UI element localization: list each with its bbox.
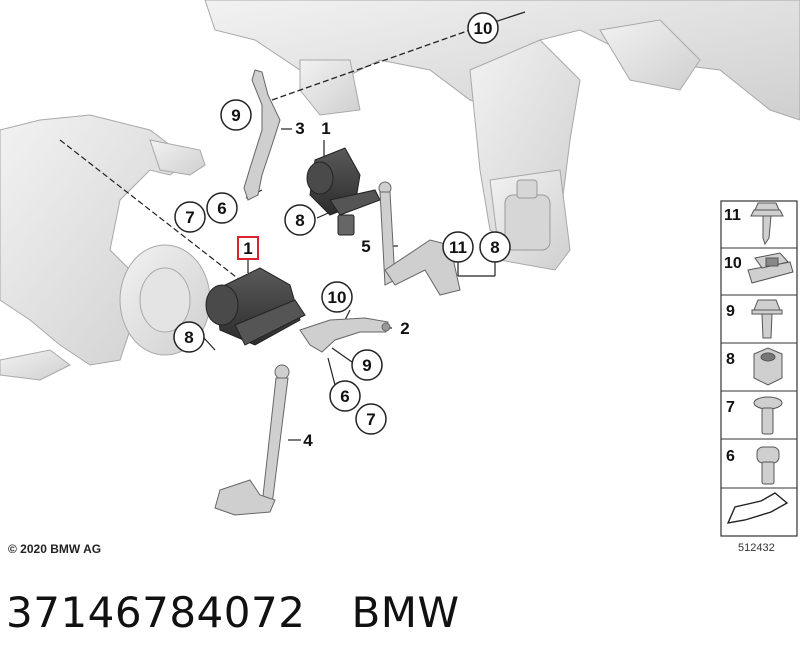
callout-5[interactable]: 5 (361, 237, 370, 256)
svg-text:9: 9 (726, 303, 735, 320)
ride-height-sensor-upper (306, 147, 381, 236)
svg-text:5: 5 (361, 237, 370, 256)
callout-10-top[interactable]: 10 (467, 12, 499, 44)
diagram-number: 512432 (738, 542, 775, 554)
svg-text:8: 8 (490, 238, 499, 257)
callout-10-mid[interactable]: 10 (321, 281, 353, 313)
legend-item-8[interactable]: 8 (726, 347, 783, 386)
svg-text:9: 9 (231, 106, 240, 125)
svg-text:6: 6 (217, 199, 226, 218)
callout-8-left[interactable]: 8 (173, 321, 205, 353)
callout-9-top[interactable]: 9 (220, 99, 252, 131)
hex-nut-icon (753, 347, 783, 386)
assembly-arrow-icon (726, 492, 789, 524)
svg-text:8: 8 (184, 328, 193, 347)
svg-text:9: 9 (362, 356, 371, 375)
torx-screw-icon (753, 396, 783, 435)
callout-7-top[interactable]: 7 (174, 201, 206, 233)
legend-item-7[interactable]: 7 (726, 396, 783, 435)
callout-3[interactable]: 3 (295, 119, 304, 138)
svg-text:6: 6 (340, 387, 349, 406)
callout-11[interactable]: 11 (442, 231, 474, 263)
fastener-legend: 11 10 9 8 (720, 200, 798, 537)
svg-text:7: 7 (366, 410, 375, 429)
coupling-rod-lower (214, 364, 290, 516)
svg-text:2: 2 (400, 319, 409, 338)
bracket-upper (243, 69, 281, 201)
callout-4[interactable]: 4 (303, 431, 313, 450)
legend-item-11[interactable]: 11 (724, 202, 784, 246)
subframe-mount (504, 179, 551, 251)
copyright-notice: © 2020 BMW AG (8, 542, 102, 556)
coupling-rod-upper (378, 181, 461, 296)
svg-text:10: 10 (328, 288, 347, 307)
ride-height-sensor-lower (205, 267, 306, 346)
svg-text:10: 10 (724, 255, 742, 272)
rear-subframe (204, 0, 800, 271)
brand-name: BMW (351, 588, 460, 637)
legend-item-6[interactable]: 6 (726, 446, 780, 485)
svg-text:8: 8 (726, 351, 735, 368)
callout-1-top[interactable]: 1 (321, 119, 330, 138)
svg-text:1: 1 (243, 239, 252, 258)
svg-text:11: 11 (724, 207, 741, 224)
svg-text:6: 6 (726, 448, 735, 465)
hex-bolt-icon (751, 299, 783, 339)
legend-item-10[interactable]: 10 (724, 252, 794, 284)
callout-2[interactable]: 2 (400, 319, 409, 338)
svg-text:4: 4 (303, 431, 313, 450)
svg-text:3: 3 (295, 119, 304, 138)
svg-text:11: 11 (449, 238, 467, 257)
callout-1-highlighted[interactable]: 1 (237, 236, 259, 260)
part-number: 37146784072 (6, 588, 306, 637)
callout-6-top[interactable]: 6 (206, 192, 238, 224)
svg-text:7: 7 (726, 399, 735, 416)
callout-9-mid[interactable]: 9 (351, 349, 383, 381)
callout-8-right[interactable]: 8 (479, 231, 511, 263)
svg-text:1: 1 (321, 119, 330, 138)
clip-nut-icon (747, 252, 794, 284)
svg-text:8: 8 (295, 211, 304, 230)
svg-text:10: 10 (474, 19, 493, 38)
bracket-lower (299, 317, 391, 353)
callout-7-bottom[interactable]: 7 (355, 403, 387, 435)
part-number-line: 37146784072 BMW (6, 588, 460, 637)
svg-text:7: 7 (185, 208, 194, 227)
callouts: 10 9 3 1 7 6 8 5 11 (173, 12, 511, 450)
socket-screw-icon (756, 446, 780, 485)
flange-bolt-icon (750, 202, 784, 246)
legend-item-9[interactable]: 9 (726, 299, 783, 339)
callout-8-top[interactable]: 8 (284, 204, 316, 236)
callout-6-bottom[interactable]: 6 (329, 380, 361, 412)
